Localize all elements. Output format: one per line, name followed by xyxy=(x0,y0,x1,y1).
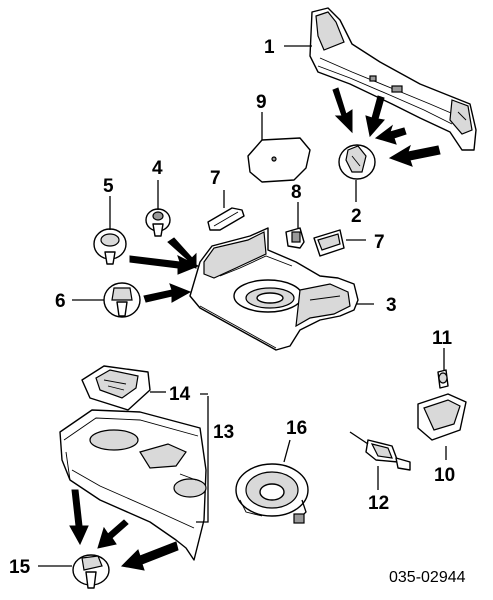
retainer-clip-part xyxy=(72,554,110,589)
push-clip-part xyxy=(93,228,127,265)
callout-10: 10 xyxy=(434,465,455,486)
callout-labels: 1 2 3 4 5 6 7 7 8 9 10 11 12 13 14 15 16 xyxy=(9,37,455,578)
callout-16: 16 xyxy=(286,418,307,439)
cover-strip-part xyxy=(207,207,245,231)
clip-part xyxy=(338,144,376,180)
callout-5: 5 xyxy=(103,176,114,197)
lamp-housing-part xyxy=(417,393,467,441)
callout-15: 15 xyxy=(9,557,31,578)
parcel-shelf-part xyxy=(59,409,207,561)
callout-11: 11 xyxy=(432,328,453,349)
callout-7-upper: 7 xyxy=(210,168,221,189)
trunk-floor-part xyxy=(189,227,359,351)
callout-9: 9 xyxy=(256,92,267,113)
callout-1: 1 xyxy=(264,37,275,58)
assembly-arrows-middle xyxy=(129,237,200,303)
assembly-arrows-lower xyxy=(69,489,179,571)
rivet-part xyxy=(145,208,171,237)
callout-4: 4 xyxy=(152,158,163,179)
callout-3: 3 xyxy=(386,295,397,316)
callout-13: 13 xyxy=(213,422,234,443)
fastener-part xyxy=(103,282,141,318)
callout-2: 2 xyxy=(351,206,362,227)
leader-lines xyxy=(38,45,447,567)
switch-part xyxy=(349,431,411,471)
callout-6: 6 xyxy=(55,291,66,312)
callout-14: 14 xyxy=(169,384,191,405)
grille-cover-part xyxy=(81,365,151,411)
mat-part xyxy=(247,137,311,183)
catalog-number: 035-02944 xyxy=(389,569,466,586)
bulb-part xyxy=(437,369,449,389)
callout-7-right: 7 xyxy=(374,232,385,253)
holder-part xyxy=(313,229,345,257)
rear-panel-part xyxy=(309,7,477,151)
assembly-arrows-upper xyxy=(332,87,441,167)
callout-8: 8 xyxy=(291,182,302,203)
bracket-part xyxy=(285,227,305,249)
callout-12: 12 xyxy=(368,493,389,514)
speaker-part xyxy=(235,463,309,524)
